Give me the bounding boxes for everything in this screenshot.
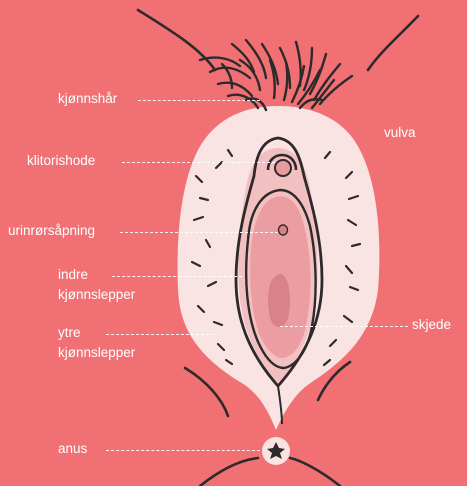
label-outer-labia-line1: ytre — [58, 324, 81, 342]
leader-clitoris-head — [122, 162, 275, 163]
leader-urethral-opening — [120, 232, 278, 233]
label-inner-labia-line2: kjønnslepper — [58, 286, 135, 304]
anus-mark — [262, 437, 290, 465]
clitoris-head-mark — [275, 160, 291, 176]
leader-pubic-hair — [138, 100, 260, 101]
label-outer-labia-line2: kjønnslepper — [58, 344, 135, 362]
label-urethral-opening: urinrørsåpning — [8, 222, 95, 240]
leader-vagina — [280, 326, 408, 327]
label-pubic-hair: kjønnshår — [58, 90, 117, 108]
label-vagina: skjede — [412, 316, 451, 334]
label-vulva: vulva — [384, 124, 416, 142]
leader-outer-labia — [106, 334, 214, 335]
label-clitoris-head: klitorishode — [27, 152, 95, 170]
label-inner-labia-line1: indre — [58, 266, 88, 284]
label-anus: anus — [58, 440, 87, 458]
leader-anus — [106, 450, 260, 451]
urethral-opening-mark — [279, 225, 288, 235]
leader-inner-labia — [112, 276, 242, 277]
vaginal-opening — [268, 274, 290, 327]
